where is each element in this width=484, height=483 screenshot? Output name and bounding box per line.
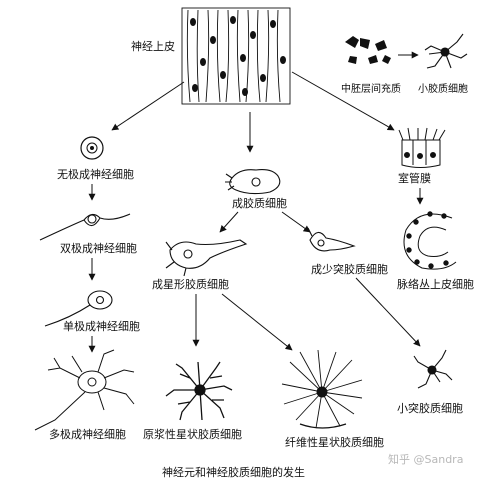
label-fibrous-astrocyte: 纤维性星状胶质细胞 (285, 435, 384, 449)
arrow-to-ependyma (291, 71, 395, 131)
apolar-neuroblast-illustration (80, 136, 104, 160)
fibrous-astrocyte-illustration (281, 349, 363, 429)
label-mesenchyme: 中胚层间充质 (341, 82, 401, 95)
protoplasmic-astrocyte-illustration (165, 361, 233, 421)
microglia-illustration (424, 33, 468, 69)
label-bipolar-neuroblast: 双极成神经细胞 (60, 241, 137, 255)
oligodendrocyte-illustration (413, 349, 453, 389)
label-microglia: 小胶质细胞 (418, 82, 468, 95)
choroid-epithelium-illustration (403, 211, 457, 270)
arrow-oligodendroblast-to-oligodendrocyte (355, 277, 421, 347)
ependyma-illustration (398, 127, 446, 168)
label-unipolar-neuroblast: 单极成神经细胞 (63, 319, 140, 333)
figure-caption: 神经元和神经胶质细胞的发生 (162, 465, 305, 479)
unipolar-neuroblast-illustration (44, 290, 113, 327)
label-astroblast: 成星形胶质细胞 (152, 277, 229, 291)
astroblast-illustration (165, 239, 248, 277)
glioblast-illustration (225, 169, 281, 195)
label-oligodendrocyte: 小突胶质细胞 (397, 401, 463, 415)
label-choroid-epithelium: 脉络丛上皮细胞 (397, 277, 474, 291)
label-apolar-neuroblast: 无极成神经细胞 (57, 167, 134, 181)
label-protoplasmic-astrocyte: 原浆性星状胶质细胞 (143, 427, 242, 441)
label-oligodendroblast: 成少突胶质细胞 (311, 262, 388, 276)
arrow-glioblast-to-astroblast (219, 211, 239, 233)
arrow-astroblast-to-fibrous (221, 293, 293, 351)
label-glioblast: 成胶质细胞 (232, 196, 287, 210)
arrow-to-apolar (111, 81, 185, 131)
label-multipolar-neuroblast: 多极成神经细胞 (49, 427, 126, 441)
neural-epithelium-illustration (181, 7, 291, 105)
watermark: 知乎 @Sandra (388, 452, 463, 466)
label-neural-epithelium: 神经上皮 (131, 39, 175, 53)
oligodendroblast-illustration (307, 227, 356, 252)
label-ependyma: 室管膜 (398, 171, 431, 185)
multipolar-neuroblast-illustration (34, 349, 135, 431)
arrow-glioblast-to-oligodendroblast (281, 211, 311, 233)
bipolar-neuroblast-illustration (39, 213, 131, 241)
mesenchyme-illustration (345, 36, 391, 64)
